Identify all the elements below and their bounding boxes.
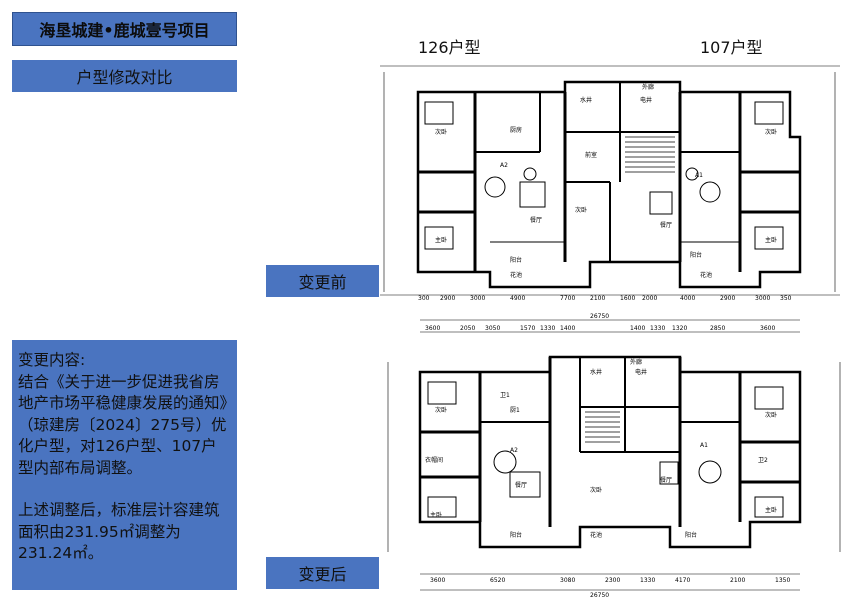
- svg-text:厨1: 厨1: [510, 407, 520, 414]
- svg-text:26750: 26750: [590, 313, 609, 320]
- before-label: 变更前: [298, 273, 347, 292]
- svg-text:2300: 2300: [605, 577, 620, 584]
- svg-text:1330: 1330: [650, 325, 665, 332]
- svg-text:卫1: 卫1: [500, 392, 510, 399]
- description-heading: 变更内容:: [18, 351, 86, 369]
- svg-text:外廊: 外廊: [630, 358, 642, 366]
- svg-text:2100: 2100: [730, 577, 745, 584]
- after-label-box: 变更后: [266, 557, 379, 589]
- svg-text:阳台: 阳台: [510, 531, 522, 539]
- svg-text:水井: 水井: [580, 96, 592, 104]
- svg-text:1320: 1320: [672, 325, 687, 332]
- floor-plan-before: 次卧主卧 A2餐厅 厨房次卧 次卧主卧 A1餐厅 阳台阳台 花池花池 水井电井 …: [380, 65, 840, 302]
- svg-text:次卧: 次卧: [765, 128, 777, 136]
- svg-text:350: 350: [780, 295, 792, 302]
- section-title-box: 户型修改对比: [12, 60, 237, 92]
- svg-text:卫2: 卫2: [758, 457, 768, 464]
- svg-text:阳台: 阳台: [685, 531, 697, 539]
- svg-text:餐厅: 餐厅: [660, 476, 672, 484]
- after-label: 变更后: [298, 565, 347, 584]
- svg-text:1330: 1330: [540, 325, 555, 332]
- svg-text:6520: 6520: [490, 577, 505, 584]
- svg-text:主卧: 主卧: [765, 506, 777, 514]
- unit-label-107: 107户型: [700, 38, 763, 57]
- svg-text:2000: 2000: [642, 295, 657, 302]
- svg-text:次卧: 次卧: [765, 411, 777, 419]
- change-description-box: 变更内容: 结合《关于进一步促进我省房地产市场平稳健康发展的通知》（琼建房〔20…: [12, 340, 237, 590]
- project-title-box: 海垦城建•鹿城壹号项目: [12, 12, 237, 46]
- svg-text:花池: 花池: [510, 271, 522, 279]
- svg-text:26750: 26750: [590, 592, 609, 597]
- svg-text:3600: 3600: [760, 325, 775, 332]
- svg-text:4000: 4000: [680, 295, 695, 302]
- svg-text:2850: 2850: [710, 325, 725, 332]
- svg-text:1400: 1400: [560, 325, 575, 332]
- svg-text:花池: 花池: [700, 271, 712, 279]
- svg-text:1350: 1350: [775, 577, 790, 584]
- svg-text:前室: 前室: [585, 151, 597, 159]
- svg-text:电井: 电井: [640, 96, 652, 104]
- svg-text:次卧: 次卧: [590, 486, 602, 494]
- unit-label-126: 126户型: [418, 38, 481, 57]
- svg-text:3050: 3050: [485, 325, 500, 332]
- svg-text:3600: 3600: [430, 577, 445, 584]
- svg-text:电井: 电井: [635, 368, 647, 376]
- svg-text:A2: A2: [500, 162, 508, 169]
- svg-text:7700: 7700: [560, 295, 575, 302]
- svg-text:A1: A1: [695, 172, 703, 179]
- svg-text:次卧: 次卧: [575, 206, 587, 214]
- svg-text:餐厅: 餐厅: [515, 481, 527, 489]
- svg-text:餐厅: 餐厅: [660, 221, 672, 229]
- project-title: 海垦城建•鹿城壹号项目: [39, 21, 210, 40]
- svg-text:厨房: 厨房: [510, 126, 522, 134]
- before-label-box: 变更前: [266, 265, 379, 297]
- svg-text:阳台: 阳台: [690, 251, 702, 259]
- svg-text:4170: 4170: [675, 577, 690, 584]
- description-paragraph-2: 上述调整后，标准层计容建筑面积由231.95㎡调整为231.24㎡。: [18, 501, 220, 562]
- svg-text:1570: 1570: [520, 325, 535, 332]
- svg-text:1600: 1600: [620, 295, 635, 302]
- svg-text:1400: 1400: [630, 325, 645, 332]
- svg-text:2900: 2900: [720, 295, 735, 302]
- svg-text:3600: 3600: [425, 325, 440, 332]
- svg-text:A1: A1: [700, 442, 708, 449]
- paragraph-gap: [18, 479, 231, 500]
- svg-text:次卧: 次卧: [435, 406, 447, 414]
- svg-text:次卧: 次卧: [435, 128, 447, 136]
- svg-text:2100: 2100: [590, 295, 605, 302]
- svg-text:300: 300: [418, 295, 430, 302]
- svg-text:A2: A2: [510, 447, 518, 454]
- svg-text:1330: 1330: [640, 577, 655, 584]
- section-title: 户型修改对比: [76, 68, 173, 87]
- svg-text:衣帽间: 衣帽间: [425, 456, 443, 464]
- svg-text:3080: 3080: [560, 577, 575, 584]
- svg-text:3000: 3000: [470, 295, 485, 302]
- svg-text:2050: 2050: [460, 325, 475, 332]
- svg-text:主卧: 主卧: [430, 511, 442, 519]
- svg-text:餐厅: 餐厅: [530, 216, 542, 224]
- svg-text:4900: 4900: [510, 295, 525, 302]
- svg-text:主卧: 主卧: [765, 236, 777, 244]
- svg-text:2900: 2900: [440, 295, 455, 302]
- svg-text:花池: 花池: [590, 531, 602, 539]
- svg-text:外廊: 外廊: [642, 83, 654, 91]
- svg-text:主卧: 主卧: [435, 236, 447, 244]
- svg-text:阳台: 阳台: [510, 256, 522, 264]
- svg-text:3000: 3000: [755, 295, 770, 302]
- description-paragraph-1: 结合《关于进一步促进我省房地产市场平稳健康发展的通知》（琼建房〔2024〕275…: [18, 372, 228, 477]
- svg-text:水井: 水井: [590, 368, 602, 376]
